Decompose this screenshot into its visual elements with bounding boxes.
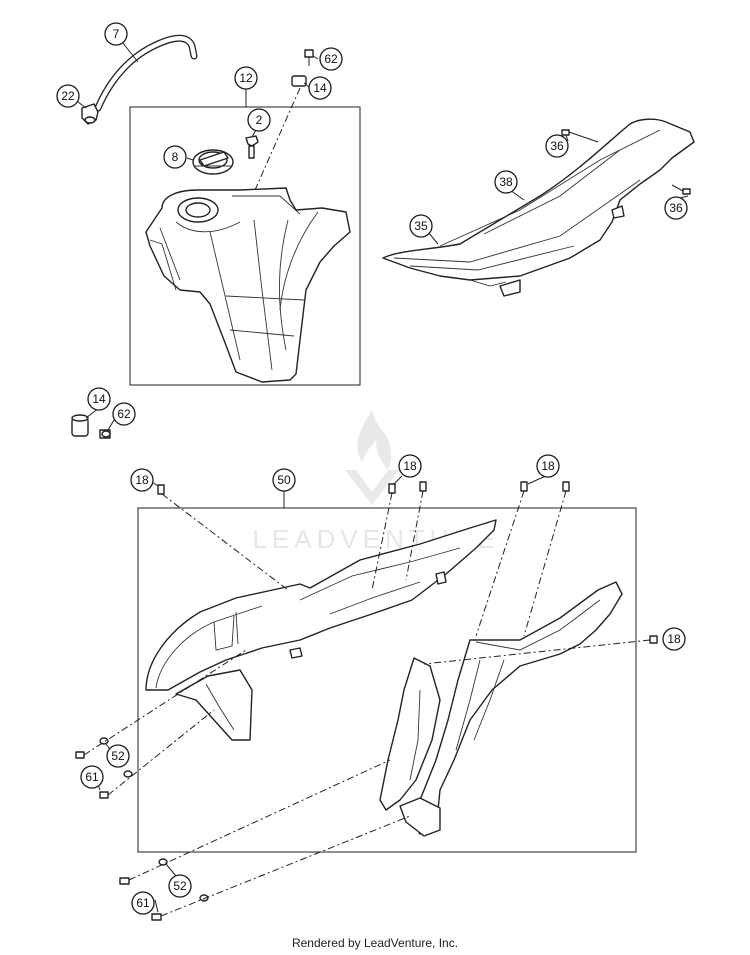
callout-14: 14	[87, 387, 111, 411]
washer-52-upper	[99, 737, 109, 745]
screw-top	[304, 49, 314, 66]
seat-bolt-front	[561, 129, 599, 143]
rubber-spacer-top	[291, 75, 307, 87]
right-radiator-shroud	[379, 581, 623, 837]
svg-text:18: 18	[541, 459, 555, 473]
callout-18: 18	[662, 627, 686, 651]
svg-text:62: 62	[117, 407, 131, 421]
bolt-18-f	[649, 635, 658, 644]
svg-text:61: 61	[136, 896, 150, 910]
seat	[382, 118, 695, 297]
bolt-18-b	[388, 483, 396, 494]
left-radiator-shroud	[145, 519, 497, 741]
svg-text:18: 18	[403, 459, 417, 473]
bolt-18-a	[157, 484, 165, 495]
callout-61: 61	[131, 891, 155, 915]
fuel-tank-group-box	[129, 106, 361, 386]
vent-valve	[245, 135, 259, 159]
callout-12: 12	[234, 66, 258, 90]
callout-8: 8	[163, 145, 187, 169]
svg-text:62: 62	[324, 52, 338, 66]
svg-text:50: 50	[277, 473, 291, 487]
bolt-18-c	[419, 481, 427, 492]
svg-text:18: 18	[667, 632, 681, 646]
washer-52-lower	[123, 770, 133, 778]
bolt-61-bottom-b	[151, 913, 162, 921]
screw-lower	[99, 429, 111, 439]
callout-62: 62	[319, 47, 343, 71]
side-cover-group-box	[137, 507, 637, 853]
callout-18: 18	[536, 454, 560, 478]
callout-62: 62	[112, 402, 136, 426]
svg-text:7: 7	[113, 27, 120, 41]
footer-credit: Rendered by LeadVenture, Inc.	[291, 936, 459, 950]
rubber-spacer-lower	[71, 414, 89, 437]
callout-50: 50	[272, 468, 296, 492]
svg-text:14: 14	[92, 392, 106, 406]
svg-text:22: 22	[61, 89, 75, 103]
callout-18: 18	[130, 468, 154, 492]
svg-text:2: 2	[256, 113, 263, 127]
elbow-fitting	[81, 103, 99, 125]
svg-text:61: 61	[85, 770, 99, 784]
callout-35: 35	[409, 214, 433, 238]
bolt-61-lower	[99, 791, 109, 799]
fuel-cap	[192, 149, 234, 175]
washer-52-bottom-a	[158, 858, 168, 866]
callout-22: 22	[56, 84, 80, 108]
svg-text:14: 14	[313, 81, 327, 95]
callout-36: 36	[664, 196, 688, 220]
svg-text:36: 36	[669, 201, 683, 215]
washer-52-bottom-b	[199, 894, 209, 902]
bolt-61-bottom-a	[119, 877, 130, 885]
fuel-tank	[145, 187, 351, 383]
callout-38: 38	[494, 170, 518, 194]
seat-bolt-rear	[671, 184, 691, 195]
watermark-flame-logo	[357, 410, 392, 470]
svg-text:18: 18	[135, 473, 149, 487]
svg-text:52: 52	[173, 879, 187, 893]
svg-text:36: 36	[550, 139, 564, 153]
callout-14: 14	[308, 76, 332, 100]
callout-61: 61	[80, 765, 104, 789]
callout-2: 2	[247, 108, 271, 132]
callout-52: 52	[168, 874, 192, 898]
svg-text:35: 35	[414, 219, 428, 233]
bolt-18-d	[520, 481, 528, 492]
svg-text:12: 12	[239, 71, 253, 85]
bolt-18-e	[562, 481, 570, 492]
svg-text:8: 8	[172, 150, 179, 164]
svg-text:52: 52	[111, 749, 125, 763]
watermark-v-logo	[345, 470, 399, 505]
bolt-61-upper	[75, 751, 85, 759]
svg-text:38: 38	[499, 175, 513, 189]
callout-18: 18	[398, 454, 422, 478]
callout-36: 36	[545, 134, 569, 158]
callout-52: 52	[106, 744, 130, 768]
callout-7: 7	[104, 22, 128, 46]
